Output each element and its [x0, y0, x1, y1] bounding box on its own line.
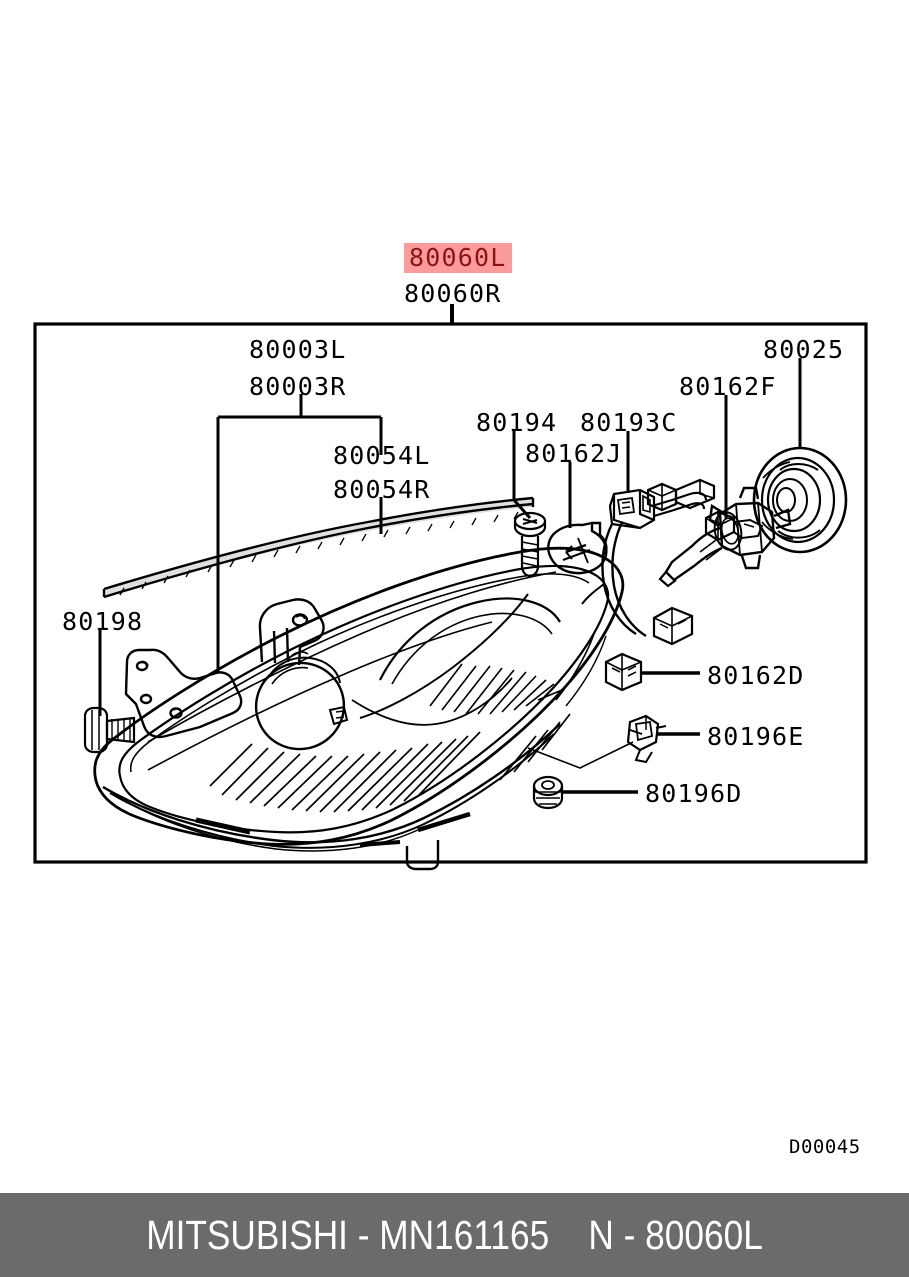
leader-80196e-pointer [527, 741, 634, 769]
wiring-harness [581, 478, 716, 646]
footer-banner: MITSUBISHI - MN161165 N - 80060L [0, 1193, 909, 1277]
callout-80198[interactable]: 80198 [62, 607, 144, 636]
footer-part-reference: MITSUBISHI - MN161165 N - 80060L [146, 1211, 763, 1258]
main-reflector-detail [359, 593, 563, 719]
auxiliary-lamp-detail [254, 651, 349, 751]
callout-80162j[interactable]: 80162J [525, 439, 623, 468]
leader-lines [98, 304, 802, 794]
callout-80060l[interactable]: 80060L [404, 243, 512, 273]
mounting-screw-part [513, 511, 547, 578]
lens-inner-outline [118, 564, 610, 834]
mounting-bolt-part [83, 706, 136, 754]
rubber-cap-part [752, 446, 848, 554]
callout-80162f[interactable]: 80162F [679, 372, 777, 401]
callout-80194[interactable]: 80194 [476, 408, 558, 437]
callout-80060r[interactable]: 80060R [404, 279, 502, 308]
callout-80054r[interactable]: 80054R [333, 475, 431, 504]
callout-80054l[interactable]: 80054L [333, 441, 431, 470]
grommet-nut-part [532, 775, 564, 810]
headlamp-moulding-part [102, 496, 535, 599]
wiring-connector-part [608, 488, 656, 530]
drawing-code: D00045 [789, 1136, 861, 1158]
callout-80193c[interactable]: 80193C [580, 408, 678, 437]
callout-80025[interactable]: 80025 [763, 335, 845, 364]
side-connector-part [604, 652, 643, 692]
callout-80162d[interactable]: 80162D [707, 661, 805, 690]
callout-80003l[interactable]: 80003L [249, 335, 347, 364]
callout-80196d[interactable]: 80196D [645, 779, 743, 808]
retaining-clip-part [626, 714, 667, 764]
callout-80003r[interactable]: 80003R [249, 372, 347, 401]
housing-mounting-bracket [124, 648, 243, 739]
lens-fluting [209, 731, 481, 813]
callout-80196e[interactable]: 80196E [707, 722, 805, 751]
